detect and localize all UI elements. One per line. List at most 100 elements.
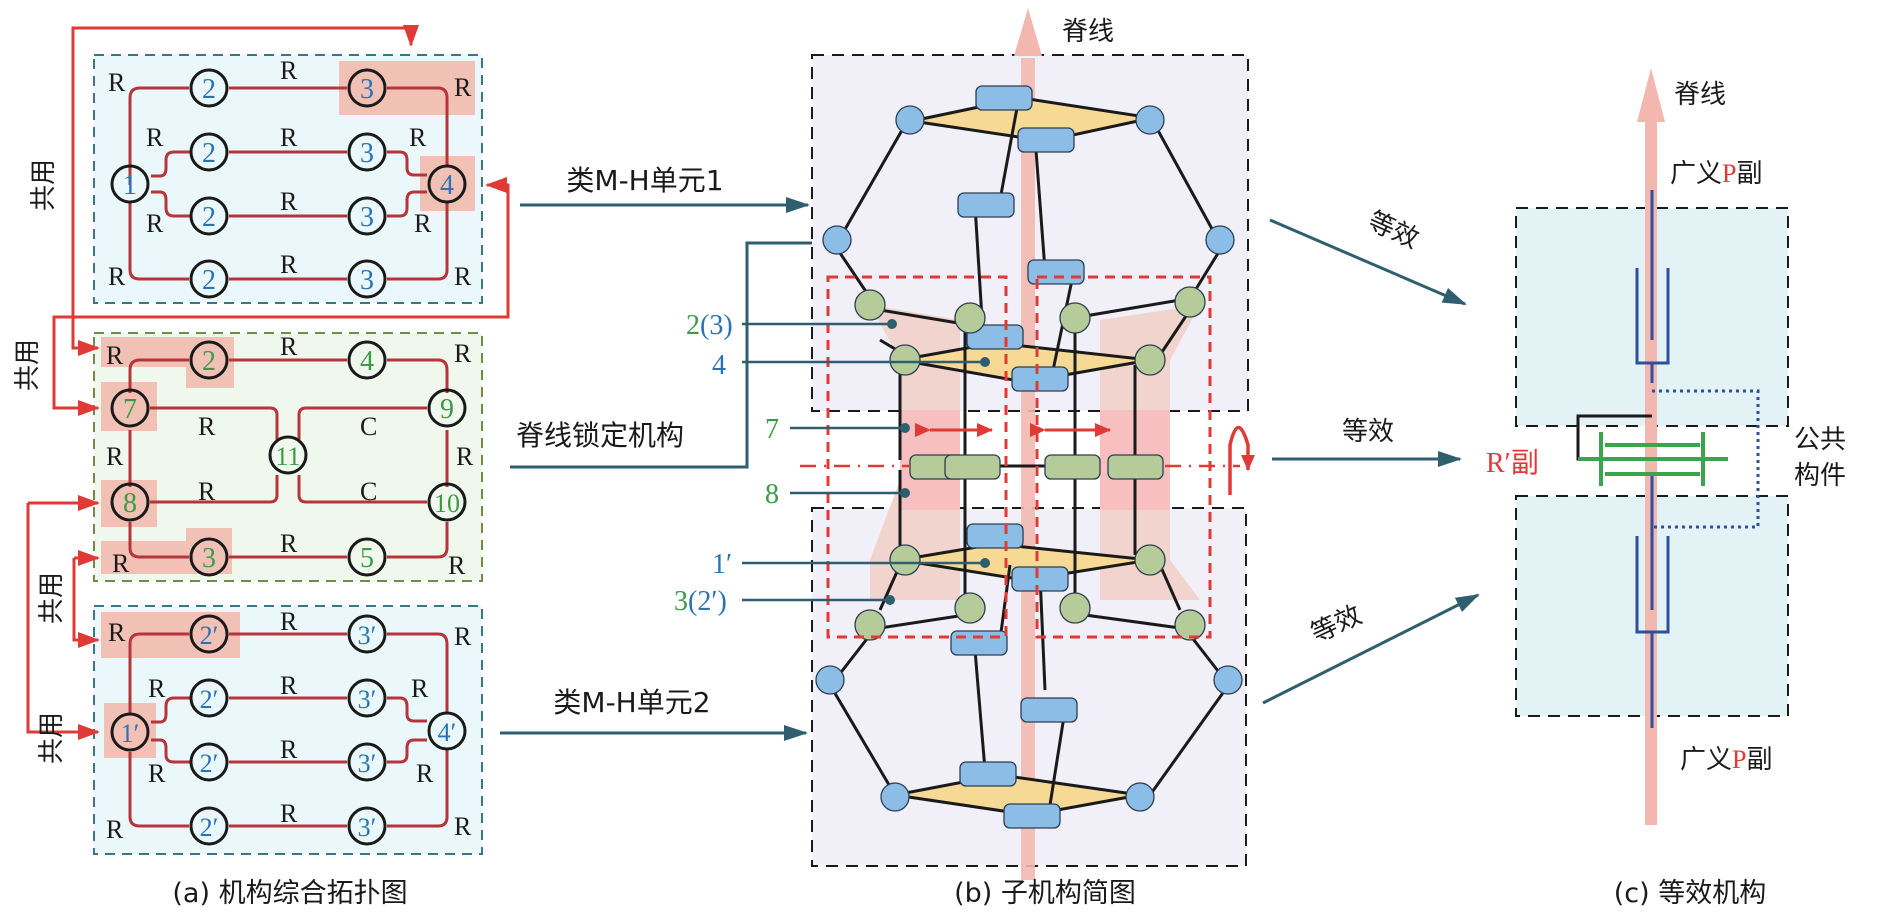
joint-label-r: R bbox=[280, 123, 298, 152]
joint-label-r: R bbox=[454, 339, 472, 368]
lock-node-4: 4 bbox=[360, 346, 374, 377]
prismatic-pairs bbox=[1635, 190, 1670, 728]
shared-labels: 共用 共用 共用 共用 bbox=[13, 159, 67, 764]
unit2-loops bbox=[128, 632, 449, 828]
joint-label-r: R bbox=[146, 209, 164, 238]
node-2: 2 bbox=[202, 202, 216, 233]
joint-label-r: R bbox=[106, 815, 124, 844]
lock-node-2: 2 bbox=[202, 346, 216, 377]
joint-label-r: R bbox=[198, 412, 216, 441]
lock-node-9: 9 bbox=[440, 394, 454, 425]
caption-a: (a) 机构综合拓扑图 bbox=[172, 878, 407, 909]
lock-node-10: 10 bbox=[434, 489, 460, 518]
unit2-nodes: 1′ 2′ 2′ 2′ 2′ 3′ 3′ 3′ 3′ 4′ bbox=[110, 614, 467, 846]
lock-node-8: 8 bbox=[123, 488, 137, 519]
joint-label-r: R bbox=[280, 671, 298, 700]
r-pair-label: R′副 bbox=[1486, 446, 1539, 479]
common-part-label-2: 构件 bbox=[1794, 461, 1846, 491]
node-4p: 4′ bbox=[438, 718, 457, 747]
joint-label-c: C bbox=[360, 477, 377, 506]
caption-c: (c) 等效机构 bbox=[1614, 878, 1767, 909]
node-3-group: 3 3 3 3 bbox=[347, 68, 387, 299]
label-unit2: 类M-H单元2 bbox=[553, 686, 710, 719]
green-joints bbox=[854, 286, 1206, 641]
joint-label-r: R bbox=[148, 759, 166, 788]
node-3p: 3′ bbox=[358, 685, 377, 714]
joint-label-r: R bbox=[106, 442, 124, 471]
arrows-b-to-c: 等效 等效 等效 bbox=[1262, 206, 1480, 705]
node-2: 2 bbox=[202, 138, 216, 169]
joint-label-r: R bbox=[280, 529, 298, 558]
common-link-dotted bbox=[1652, 389, 1760, 529]
joint-label-r: R bbox=[414, 209, 432, 238]
joint-label-r: R bbox=[411, 674, 429, 703]
joint-label-r: R bbox=[409, 123, 427, 152]
node-2-group: 2 2 2 2 bbox=[189, 68, 229, 299]
node-2p: 2′ bbox=[200, 813, 219, 842]
lock-node-5: 5 bbox=[360, 543, 374, 574]
callout-1p: 1′ bbox=[712, 549, 732, 580]
unit1-loops bbox=[128, 86, 449, 281]
joint-label-r: R bbox=[280, 187, 298, 216]
spine-arrowhead bbox=[1014, 8, 1042, 56]
lock-nodes: 2 4 7 9 11 8 10 3 5 bbox=[110, 340, 467, 577]
unit2-joint-labels: R R R R R R R R R R R R bbox=[106, 607, 472, 844]
unit1-nodes: 1 2 2 2 2 3 3 3 3 4 bbox=[110, 68, 467, 299]
lock-node-11: 11 bbox=[275, 442, 300, 471]
joint-label-r: R bbox=[280, 250, 298, 279]
common-part-label-1: 公共 bbox=[1794, 425, 1846, 455]
callout-8: 8 bbox=[765, 479, 779, 510]
joint-label-c: C bbox=[360, 412, 377, 441]
node-2: 2 bbox=[202, 265, 216, 296]
shared-connectors bbox=[26, 25, 510, 740]
shared-label: 共用 bbox=[37, 712, 67, 764]
node-3p: 3′ bbox=[358, 621, 377, 650]
label-lock: 脊线锁定机构 bbox=[516, 419, 684, 452]
node-2p: 2′ bbox=[200, 685, 219, 714]
panel-c-equivalent: 脊线 广义P副 广义P副 R′副 公共 构件 (c) 等效机构 bbox=[1486, 68, 1846, 909]
node-2: 2 bbox=[202, 74, 216, 105]
lock-node-7: 7 bbox=[123, 394, 137, 425]
node-4: 4 bbox=[440, 170, 454, 201]
rotation-arrow-icon bbox=[1228, 425, 1255, 495]
unit1-joint-labels: R R R R R R R R R R R R bbox=[108, 56, 472, 291]
node-1: 1 bbox=[123, 170, 137, 201]
c-spine-arrowhead bbox=[1637, 68, 1665, 122]
spine-label-c: 脊线 bbox=[1674, 80, 1726, 110]
lock-loops bbox=[128, 358, 449, 559]
spine-label-b: 脊线 bbox=[1062, 17, 1114, 47]
node-3p: 3′ bbox=[358, 813, 377, 842]
node-3: 3 bbox=[360, 74, 374, 105]
joint-label-r: R bbox=[108, 618, 126, 647]
callout-lines bbox=[742, 322, 985, 602]
panel-a-topology: 1 2 2 2 2 3 3 3 3 4 bbox=[13, 25, 510, 909]
node-3p: 3′ bbox=[358, 749, 377, 778]
lock-node-3: 3 bbox=[202, 543, 216, 574]
right-lock-region bbox=[1035, 275, 1212, 639]
joint-label-r: R bbox=[280, 332, 298, 361]
revolute-pair bbox=[1578, 432, 1728, 486]
callout-dots bbox=[885, 319, 990, 605]
joint-label-r: R bbox=[454, 73, 472, 102]
joint-label-r: R bbox=[454, 812, 472, 841]
node-2p: 2′ bbox=[200, 749, 219, 778]
joint-label-r: R bbox=[106, 341, 124, 370]
joint-label-r: R bbox=[448, 551, 466, 580]
node-3: 3 bbox=[360, 265, 374, 296]
links bbox=[831, 107, 1227, 806]
shared-label: 共用 bbox=[29, 159, 59, 211]
callout-4: 4 bbox=[712, 350, 726, 381]
shared-label: 共用 bbox=[13, 339, 43, 391]
joint-label-r: R bbox=[456, 442, 474, 471]
joint-label-r: R bbox=[108, 68, 126, 97]
callout-labels: 2(3) 4 7 8 1′ 3(2′) bbox=[674, 310, 779, 617]
joint-label-r: R bbox=[112, 549, 130, 578]
p-pair-bottom-label: 广义P副 bbox=[1680, 745, 1773, 775]
callout-3-2p: 3(2′) bbox=[674, 586, 727, 617]
joint-label-r: R bbox=[280, 607, 298, 636]
panel-b-submechanism: 脊线 bbox=[674, 8, 1255, 909]
lock-box bbox=[93, 332, 483, 582]
node-3: 3 bbox=[360, 138, 374, 169]
caption-b: (b) 子机构简图 bbox=[954, 878, 1136, 909]
